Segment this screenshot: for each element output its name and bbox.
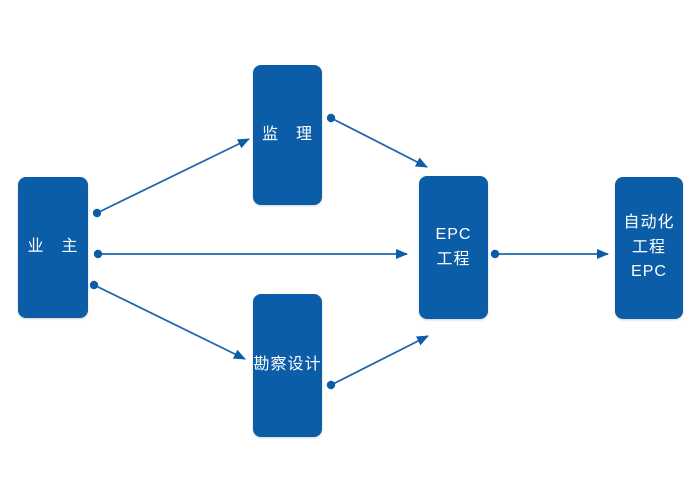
edge-supervision-epc <box>326 113 428 168</box>
edge-owner-survey-design <box>89 280 246 360</box>
node-owner: 业 主 <box>18 177 88 318</box>
node-epc-project-label: EPC 工程 <box>435 225 472 268</box>
edge-survey-design-epc <box>326 335 429 390</box>
node-supervision: 监 理 <box>253 65 322 205</box>
node-survey-design: 勘察设计 <box>253 294 322 437</box>
node-owner-label: 业 主 <box>27 238 79 256</box>
node-supervision-label: 监 理 <box>261 125 313 143</box>
node-epc-project: EPC 工程 <box>419 176 488 319</box>
node-survey-design-label: 勘察设计 <box>253 356 322 374</box>
node-automation-epc: 自动化 工程EPC <box>615 177 683 319</box>
node-automation-epc-label: 自动化 工程EPC <box>623 213 675 281</box>
edge-owner-supervision <box>92 138 250 218</box>
